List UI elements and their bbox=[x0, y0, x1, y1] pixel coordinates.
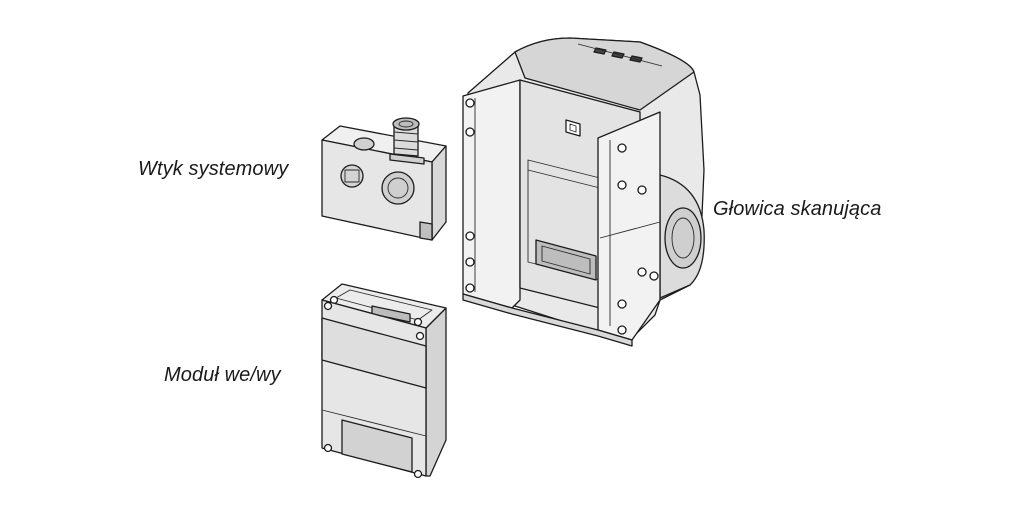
io-module-label: Moduł we/wy bbox=[164, 364, 281, 386]
scanner-head-label: Głowica skanująca bbox=[713, 198, 882, 220]
system-plug-label: Wtyk systemowy bbox=[138, 158, 289, 180]
